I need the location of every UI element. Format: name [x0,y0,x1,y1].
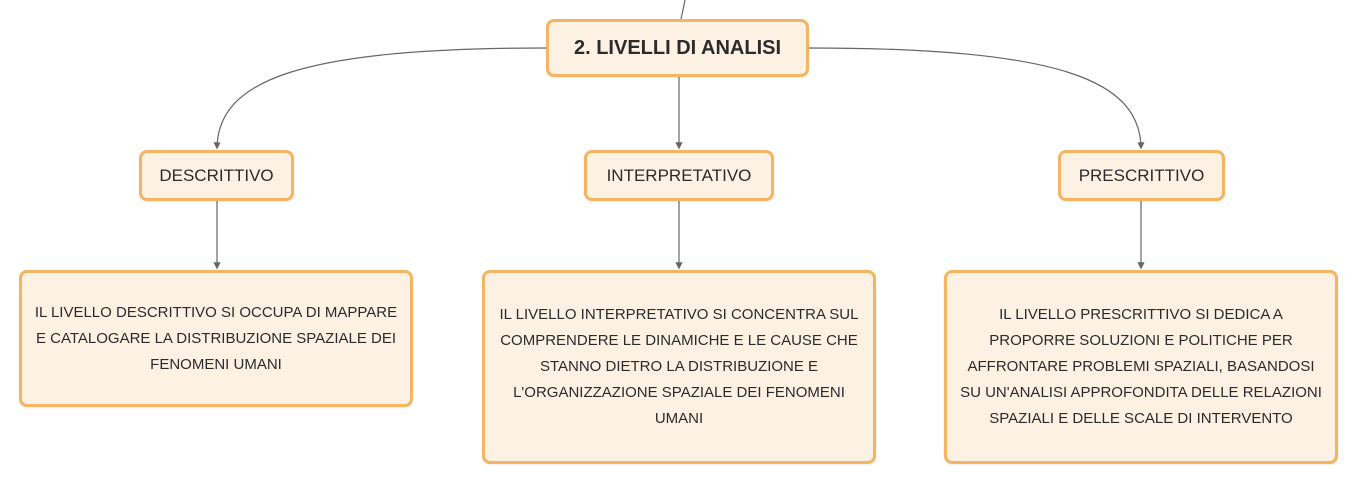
node-descrittivo-label: DESCRITTIVO [159,165,274,185]
desc-node-interpretativo[interactable]: IL LIVELLO INTERPRETATIVO SI CONCENTRA S… [482,270,876,464]
node-descrittivo[interactable]: DESCRITTIVO [139,150,294,201]
node-interpretativo[interactable]: INTERPRETATIVO [584,150,774,201]
root-node[interactable]: 2. LIVELLI DI ANALISI [546,19,809,77]
desc-node-prescrittivo[interactable]: IL LIVELLO PRESCRITTIVO SI DEDICA A PROP… [944,270,1338,464]
desc-node-descrittivo[interactable]: IL LIVELLO DESCRITTIVO SI OCCUPA DI MAPP… [19,270,413,407]
incoming-connector [680,0,686,20]
desc-prescrittivo-text: IL LIVELLO PRESCRITTIVO SI DEDICA A PROP… [960,306,1322,427]
desc-interpretativo-text: IL LIVELLO INTERPRETATIVO SI CONCENTRA S… [499,306,859,427]
node-prescrittivo[interactable]: PRESCRITTIVO [1058,150,1225,201]
root-node-label: 2. LIVELLI DI ANALISI [573,36,782,59]
connector-root-prescrittivo [808,47,1145,150]
node-interpretativo-label: INTERPRETATIVO [606,165,752,185]
desc-descrittivo-text: IL LIVELLO DESCRITTIVO SI OCCUPA DI MAPP… [34,303,398,373]
connector-root-descrittivo [213,47,547,150]
node-prescrittivo-label: PRESCRITTIVO [1078,165,1205,185]
